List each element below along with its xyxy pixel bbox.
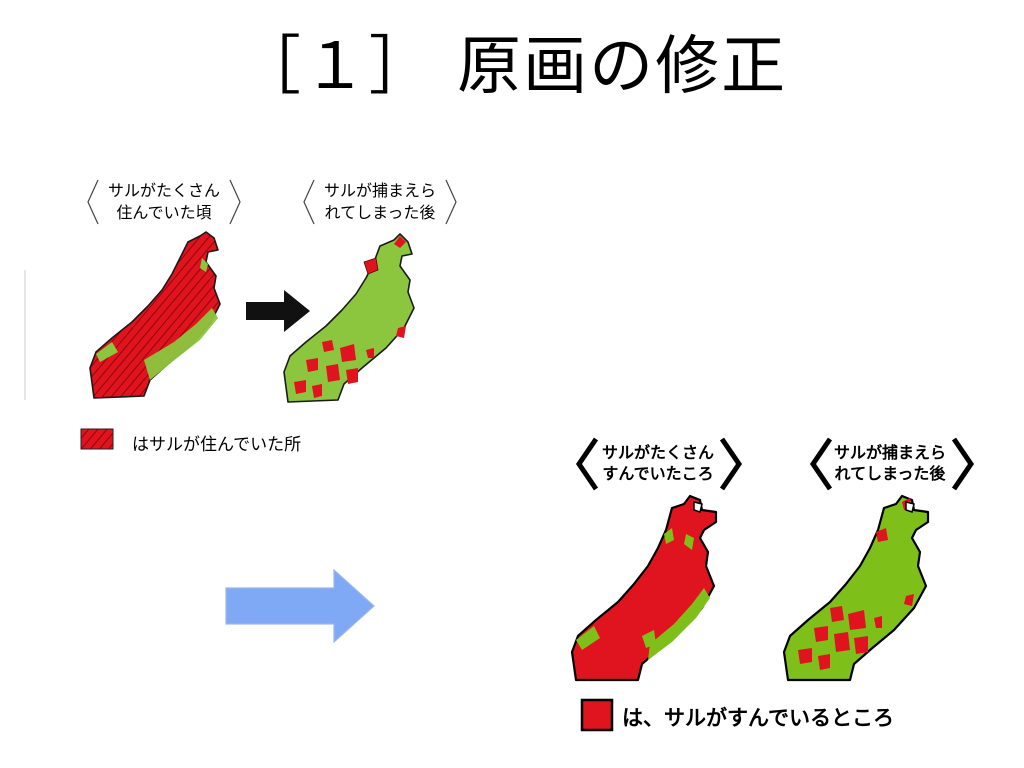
revised-before-caption-line2: すんでいたころ	[602, 464, 714, 483]
blue-arrow-icon	[225, 568, 375, 644]
revised-after-caption: サルが捕まえら れてしまった後	[830, 442, 950, 484]
revised-legend-swatch	[580, 698, 614, 732]
original-after-right-bracket	[445, 179, 457, 225]
revised-after-caption-line1: サルが捕まえら	[833, 443, 946, 462]
slide-title: ［１］ 原画の修正	[236, 30, 788, 104]
revised-before-caption-line1: サルがたくさん	[601, 443, 714, 462]
revised-after-caption-line2: れてしまった後	[834, 464, 946, 483]
original-before-caption-line2: 住んでいた頃	[116, 203, 212, 222]
original-before-caption: サルがたくさん 住んでいた頃	[104, 180, 224, 224]
original-legend-swatch	[80, 428, 114, 450]
original-after-caption: サルが捕まえら れてしまった後	[320, 180, 440, 224]
revised-after-map	[782, 494, 930, 682]
revised-before-left-chevron	[575, 437, 599, 491]
original-before-map	[89, 231, 221, 399]
revised-after-right-chevron	[951, 437, 975, 491]
original-after-caption-line2: れてしまった後	[324, 203, 436, 222]
original-after-caption-line1: サルが捕まえら	[323, 181, 436, 200]
original-before-right-bracket	[229, 179, 241, 225]
revised-after-left-chevron	[809, 437, 833, 491]
original-legend-text: はサルが住んでいた所	[132, 435, 302, 455]
original-before-left-bracket	[87, 179, 99, 225]
revised-before-right-chevron	[719, 437, 743, 491]
revised-before-caption: サルがたくさん すんでいたころ	[598, 442, 718, 484]
original-black-arrow-icon	[246, 290, 310, 332]
original-after-left-bracket	[303, 179, 315, 225]
original-after-map	[283, 233, 415, 403]
revised-before-map	[570, 494, 718, 682]
original-before-caption-line1: サルがたくさん	[107, 181, 220, 200]
revised-legend-text: は、サルがすんでいるところ	[622, 706, 894, 730]
scan-edge-mark	[24, 270, 26, 400]
